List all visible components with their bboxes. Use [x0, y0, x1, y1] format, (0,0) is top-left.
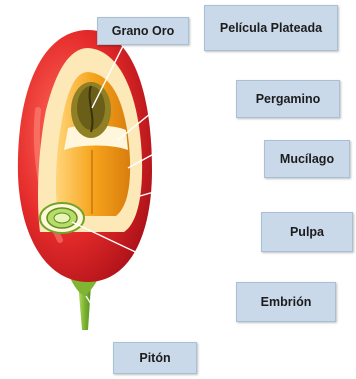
label-pergamino: Pergamino [236, 80, 340, 118]
label-grano-oro: Grano Oro [97, 17, 189, 45]
label-mucilago: Mucílago [264, 140, 350, 178]
leader-pulpa [150, 222, 262, 228]
label-piton: Pitón [113, 342, 197, 374]
label-embrion: Embrión [236, 282, 336, 322]
leader-mucilago [140, 160, 265, 196]
embrion-core [54, 213, 70, 223]
label-pulpa: Pulpa [261, 212, 353, 252]
label-pelicula-plateada: Película Plateada [204, 5, 338, 51]
